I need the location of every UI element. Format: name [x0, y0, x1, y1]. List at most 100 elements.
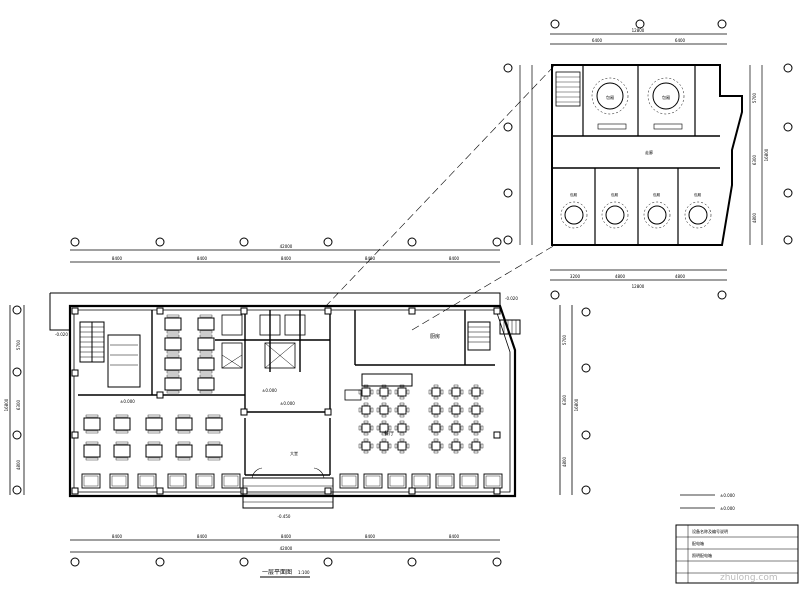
- dining-table: [145, 417, 163, 431]
- cafe-chair: [433, 396, 439, 400]
- top-dimension-chain: 8400 8400 8400 8400 8400 42000: [70, 237, 502, 263]
- level-tag-3: ±0.000: [262, 388, 277, 393]
- bottom-dim-3: 8400: [281, 534, 292, 539]
- left-dim-1: 5700: [16, 339, 21, 350]
- canopy-outline: [49, 292, 501, 331]
- cafe-chair: [363, 402, 369, 406]
- dining-chair: [147, 441, 161, 445]
- cafe-table: [471, 405, 481, 415]
- cafe-chair: [440, 407, 444, 413]
- dining-table: [113, 444, 131, 458]
- cafe-table: [397, 387, 407, 397]
- upper-large-round-tables: [591, 77, 685, 130]
- level-tag-1: ±0.000: [120, 399, 135, 404]
- cafe-chair: [388, 443, 392, 449]
- booth-seat: [197, 475, 213, 487]
- cafe-chair: [376, 407, 380, 413]
- watermark: zhulong.com: [720, 573, 778, 583]
- dining-chair: [177, 457, 191, 461]
- cafe-chair: [453, 420, 459, 424]
- dining-table: [164, 377, 182, 391]
- upper-right-dim-overall: 16800: [764, 148, 769, 161]
- dining-chair: [147, 430, 161, 434]
- cafe-chair: [376, 443, 380, 449]
- upper-exterior-wall: [551, 64, 743, 246]
- booth-table: [137, 473, 157, 489]
- upper-top-dim-2: 6400: [675, 38, 686, 43]
- left-dimension-chain: 5700 6300 4800 16800: [4, 305, 25, 495]
- upper-plan: 6400 6400 12800 3200 4800 4800 12800: [503, 19, 793, 300]
- bottom-axis-bubbles: [70, 557, 502, 567]
- dining-table: [205, 444, 223, 458]
- right-dim-3: 4800: [562, 456, 567, 467]
- top-dim-3: 8400: [281, 256, 292, 261]
- dining-table: [164, 337, 182, 351]
- dining-chair: [166, 314, 180, 318]
- cafe-table: [471, 387, 481, 397]
- booth-seat: [485, 475, 501, 487]
- cafe-chair: [358, 407, 362, 413]
- booth-table: [411, 473, 431, 489]
- cafe-chair: [460, 443, 464, 449]
- cafe-table: [379, 423, 389, 433]
- dining-chair: [199, 354, 213, 358]
- dining-table: [197, 377, 215, 391]
- upper-stair: [555, 71, 581, 107]
- dining-chair: [199, 334, 213, 338]
- level-tag-2: ±0.000: [280, 401, 295, 406]
- dining-chair: [199, 350, 213, 354]
- cafe-chair: [381, 432, 387, 436]
- right-axis-bubble-d: [581, 485, 591, 495]
- level-tag-left: -0.020: [55, 332, 68, 337]
- cafe-chair: [480, 389, 484, 395]
- dining-table: [175, 444, 193, 458]
- booth-seat: [461, 475, 477, 487]
- cafe-chair: [428, 443, 432, 449]
- dining-chair: [115, 457, 129, 461]
- cafe-table: [451, 441, 461, 451]
- cafe-chair: [370, 407, 374, 413]
- upper-bottom-dim-2: 4800: [615, 274, 626, 279]
- upper-room-label-6: 包厢: [694, 192, 702, 197]
- toilet-core: [221, 314, 306, 369]
- cafe-chair: [453, 396, 459, 400]
- cafe-chair: [480, 407, 484, 413]
- cafe-chair: [370, 389, 374, 395]
- upper-small-round-tables: [560, 201, 712, 229]
- booth-seat: [341, 475, 357, 487]
- dining-chair: [207, 457, 221, 461]
- booth-seat: [389, 475, 405, 487]
- cafe-chair: [406, 389, 410, 395]
- cafe-table: [379, 441, 389, 451]
- dining-chair: [207, 430, 221, 434]
- dining-tables-right: [358, 384, 484, 454]
- booth-seat: [223, 475, 239, 487]
- legend-label-2: ±0.000: [720, 506, 735, 511]
- dining-chair: [147, 457, 161, 461]
- cafe-chair: [433, 384, 439, 388]
- dining-chair: [147, 414, 161, 418]
- upper-room-label-4: 包厢: [611, 192, 619, 197]
- cafe-chair: [473, 402, 479, 406]
- booth-seat: [111, 475, 127, 487]
- cafe-chair: [399, 414, 405, 418]
- left-axis-bubble-c: [12, 430, 22, 440]
- cafe-chair: [381, 414, 387, 418]
- room-label-dining: 餐厅: [384, 430, 394, 437]
- left-axis-bubble-b: [12, 367, 22, 377]
- upper-bottom-dim-3: 4800: [675, 274, 686, 279]
- right-dim-1: 5700: [562, 334, 567, 345]
- cafe-chair: [473, 414, 479, 418]
- dining-table: [164, 357, 182, 371]
- cafe-chair: [453, 438, 459, 442]
- cafe-chair: [376, 425, 380, 431]
- upper-top-dimension-chain: 6400 6400 12800: [550, 19, 727, 45]
- cafe-chair: [453, 402, 459, 406]
- cafe-chair: [480, 425, 484, 431]
- cafe-table: [361, 423, 371, 433]
- cafe-chair: [453, 432, 459, 436]
- left-dim-2: 6300: [16, 399, 21, 410]
- stair-left: [79, 321, 141, 388]
- dining-chair: [166, 350, 180, 354]
- booth-table: [221, 473, 241, 489]
